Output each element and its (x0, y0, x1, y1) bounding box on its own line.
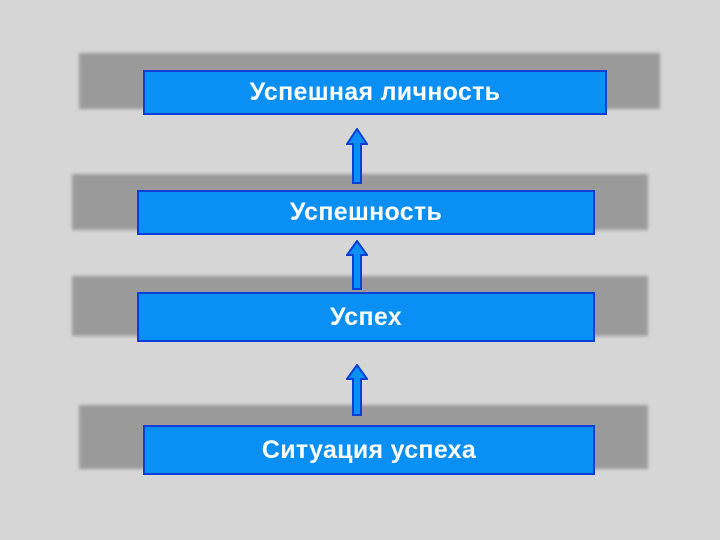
up-arrow-shape (346, 364, 368, 416)
up-arrow-icon (346, 240, 368, 290)
level-box-success-situation: Ситуация успеха (143, 425, 595, 475)
level-label: Успешная личность (249, 78, 501, 106)
up-arrow-shape (346, 240, 368, 290)
level-box-successful-personality: Успешная личность (143, 70, 607, 115)
level-box-successfulness: Успешность (137, 190, 595, 235)
level-label: Успех (330, 302, 402, 331)
level-box-success: Успех (137, 292, 595, 342)
up-arrow-icon (346, 364, 368, 416)
level-label: Успешность (289, 198, 443, 226)
up-arrow-shape (346, 128, 368, 184)
level-label: Ситуация успеха (261, 435, 477, 464)
up-arrow-icon (346, 128, 368, 184)
